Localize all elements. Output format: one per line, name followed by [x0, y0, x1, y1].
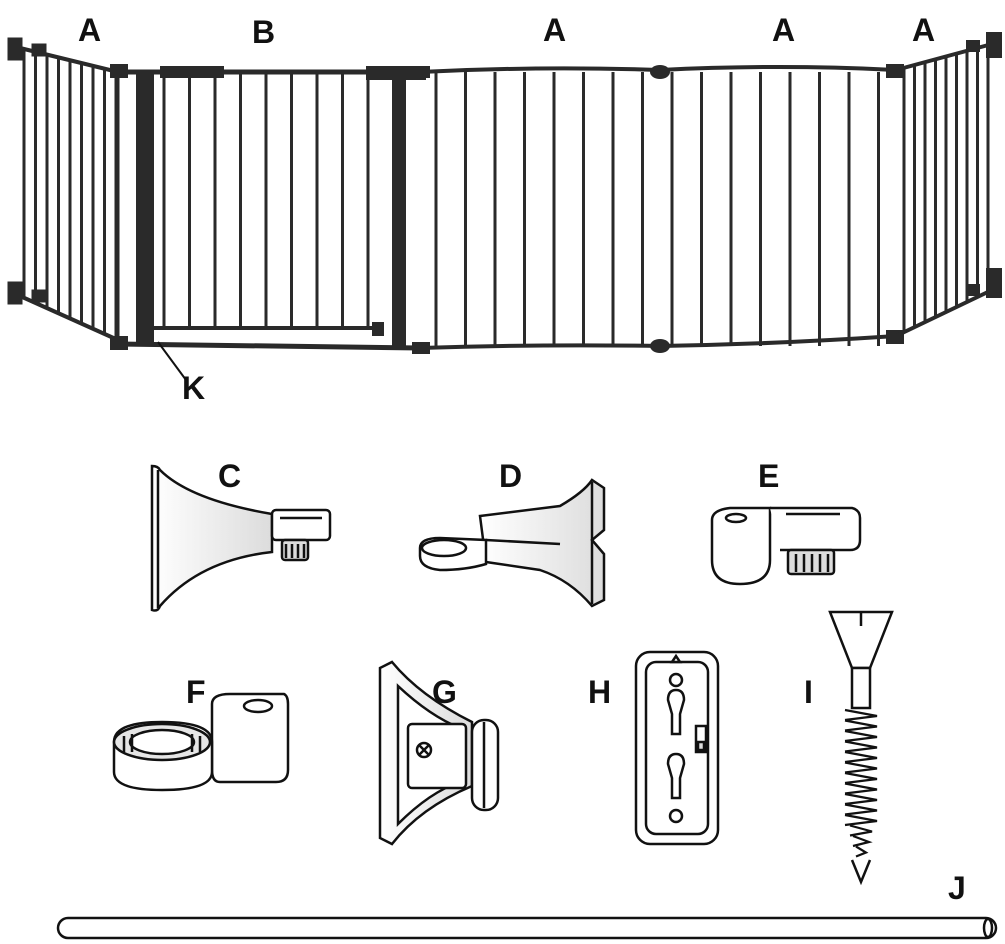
screw-thread: [849, 824, 873, 837]
screw-thread: [844, 708, 878, 722]
label-part-g: G: [432, 674, 457, 710]
part-k-leader-line: [157, 341, 187, 381]
part-e-gate-adapter: [710, 506, 862, 586]
screw-thread: [844, 771, 878, 785]
part-g-hinge-bracket: [378, 660, 500, 846]
screw-thread: [844, 782, 878, 795]
label-part-i: I: [804, 674, 813, 710]
label-panel-a: A: [912, 12, 936, 48]
gate-assembly: [7, 32, 1002, 381]
screw-thread: [844, 803, 878, 816]
screw-thread: [844, 813, 878, 827]
part-i-wood-screw: [828, 610, 894, 886]
part-h-wall-plate: [634, 650, 720, 846]
label-part-e: E: [758, 458, 780, 494]
label-part-j: J: [948, 870, 966, 906]
label-panel-a: A: [78, 12, 102, 48]
label-part-h: H: [588, 674, 612, 710]
screw-thread: [852, 834, 873, 848]
label-panel-a: A: [543, 12, 567, 48]
panel-a-left-end: [7, 37, 119, 342]
part-c-wall-cup-bracket: [150, 464, 332, 612]
label-panel-b: B: [252, 14, 276, 50]
part-d-wall-cup-bracket: [418, 478, 606, 608]
screw-thread: [844, 792, 878, 806]
part-f-ring-adapter: [112, 692, 290, 792]
panel-a-right-end: [895, 32, 1002, 338]
screw-thread: [844, 729, 878, 743]
part-j-rod: [56, 916, 998, 940]
panel-b-door: [110, 64, 426, 351]
panel-a-center: [412, 64, 904, 354]
label-part-c: C: [218, 458, 242, 494]
screw-thread: [855, 845, 869, 858]
label-part-f: F: [186, 674, 206, 710]
screw-thread: [844, 740, 878, 753]
screw-thread: [844, 761, 878, 774]
label-part-d: D: [499, 458, 523, 494]
screw-thread: [844, 719, 878, 732]
label-part-k: K: [182, 370, 206, 406]
label-panel-a: A: [772, 12, 796, 48]
screw-thread: [844, 750, 878, 764]
